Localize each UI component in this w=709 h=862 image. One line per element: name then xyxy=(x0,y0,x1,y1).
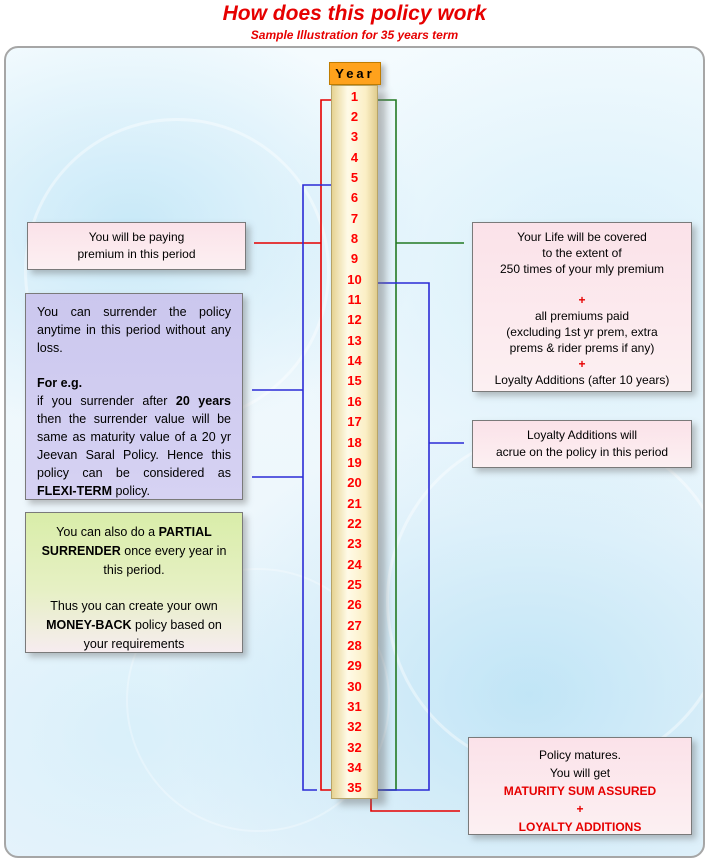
year-row: 1 xyxy=(350,88,359,104)
year-row: 12 xyxy=(347,312,362,328)
year-row: 25 xyxy=(347,576,362,592)
surrender-eg-text: if you surrender after xyxy=(37,394,176,408)
year-row: 29 xyxy=(347,658,362,674)
year-row: 23 xyxy=(347,536,362,552)
page-title: How does this policy work xyxy=(222,2,487,25)
surrender-para-2: For e.g. if you surrender after 20 years… xyxy=(37,374,231,500)
partial-bold-moneyback: MONEY-BACK xyxy=(46,618,132,632)
loyalty-additions-box: Loyalty Additions will acrue on the poli… xyxy=(472,420,692,468)
partial-bold-surrender: PARTIAL SURRENDER xyxy=(41,525,212,558)
year-row: 7 xyxy=(350,210,359,226)
year-row: 21 xyxy=(347,495,362,511)
year-row: 26 xyxy=(347,597,362,613)
maturity-loyalty-additions: LOYALTY ADDITIONS xyxy=(518,820,642,834)
cover-plus-2: + xyxy=(578,356,586,371)
year-row: 13 xyxy=(347,332,362,348)
maturity-line-1: Policy matures. xyxy=(538,748,622,762)
year-row: 32 xyxy=(347,739,362,755)
surrender-para-1: You can surrender the policy anytime in … xyxy=(37,303,231,357)
surrender-box: You can surrender the policy anytime in … xyxy=(25,293,243,500)
year-row: 11 xyxy=(347,292,362,308)
year-row: 24 xyxy=(347,556,362,572)
background-decoration xyxy=(386,428,703,774)
year-row: 4 xyxy=(350,149,359,165)
year-row: 9 xyxy=(350,251,359,267)
year-row: 18 xyxy=(347,434,362,450)
cover-line: Loyalty Additions (after 10 years) xyxy=(494,372,670,387)
cover-line: (excluding 1st yr prem, extra xyxy=(506,324,658,339)
partial-text: Thus you can create your own xyxy=(50,599,218,614)
year-row: 19 xyxy=(347,454,362,470)
year-row: 27 xyxy=(347,617,362,633)
maturity-line-2: You will get xyxy=(549,766,611,780)
page-subtitle: Sample Illustration for 35 years term xyxy=(250,28,459,42)
maturity-box: Policy matures. You will get MATURITY SU… xyxy=(468,737,692,835)
maturity-sum-assured: MATURITY SUM ASSURED xyxy=(503,784,657,798)
year-row: 17 xyxy=(347,414,362,430)
surrender-eg-bold-flexiterm: FLEXI-TERM xyxy=(37,484,112,498)
year-row: 6 xyxy=(350,190,359,206)
partial-text: once every year in this period. xyxy=(103,543,227,577)
year-row: 20 xyxy=(347,475,362,491)
year-header: Year xyxy=(329,62,381,85)
year-row: 10 xyxy=(347,271,362,287)
year-row: 28 xyxy=(347,637,362,653)
premium-period-box: You will be paying premium in this perio… xyxy=(27,222,246,270)
partial-text: You can also do a xyxy=(56,525,159,539)
surrender-eg-text: then the surrender value will be same as… xyxy=(37,412,231,480)
partial-para-2: Thus you can create your own MONEY-BACK … xyxy=(38,597,230,653)
cover-spacer xyxy=(477,278,687,293)
surrender-eg-bold-years: 20 years xyxy=(175,394,231,408)
year-row: 30 xyxy=(347,678,362,694)
year-row: 34 xyxy=(347,760,362,776)
cover-line: Your Life will be covered xyxy=(517,230,647,244)
premium-line-2: premium in this period xyxy=(77,247,196,261)
loyalty-line-1: Loyalty Additions will xyxy=(526,427,638,442)
cover-line: to the extent of xyxy=(542,245,622,260)
premium-line-1: You will be paying xyxy=(88,229,185,244)
cover-line: 250 times of your mly premium xyxy=(499,261,665,276)
surrender-eg-label: For e.g. xyxy=(37,376,83,390)
year-row: 32 xyxy=(347,719,362,735)
partial-text: policy based on your requirements xyxy=(83,618,222,651)
partial-surrender-box: You can also do a PARTIAL SURRENDER once… xyxy=(25,512,243,653)
year-row: 5 xyxy=(350,170,359,186)
cover-line: all premiums paid xyxy=(534,308,630,323)
year-row: 8 xyxy=(350,231,359,247)
year-row: 15 xyxy=(347,373,362,389)
year-row: 3 xyxy=(350,129,359,145)
surrender-para-1-text: You can surrender the policy anytime in … xyxy=(37,305,231,355)
year-row: 16 xyxy=(347,393,362,409)
cover-line: prems & rider prems if any) xyxy=(509,340,655,355)
year-row: 31 xyxy=(347,698,362,714)
cover-plus-1: + xyxy=(578,292,586,307)
year-row: 35 xyxy=(347,780,362,796)
year-row: 14 xyxy=(347,353,362,369)
loyalty-line-2: acrue on the policy in this period xyxy=(495,445,669,459)
life-cover-box: Your Life will be covered to the extent … xyxy=(472,222,692,392)
maturity-plus: + xyxy=(576,802,584,816)
partial-para-1: You can also do a PARTIAL SURRENDER once… xyxy=(38,523,230,579)
surrender-eg-text: policy. xyxy=(112,484,150,498)
year-row: 2 xyxy=(350,109,359,125)
year-row: 22 xyxy=(347,515,362,531)
